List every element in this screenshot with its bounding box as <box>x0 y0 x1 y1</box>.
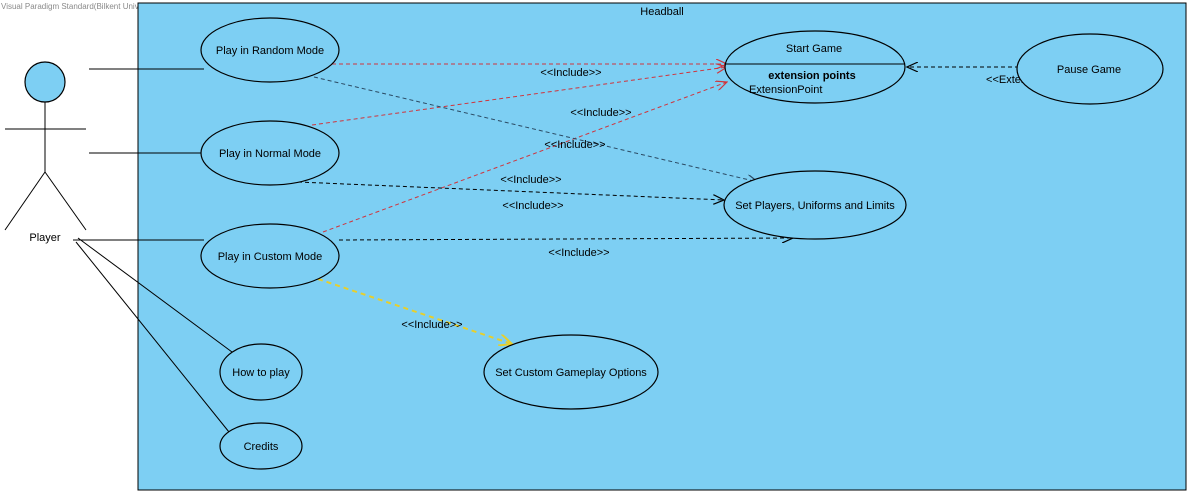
actor-player[interactable] <box>4 61 87 231</box>
use-case-pause-label: Pause Game <box>1057 64 1121 76</box>
label-include-normal-start: <<Include>> <box>570 107 631 119</box>
use-case-credits[interactable]: Credits <box>219 422 303 470</box>
use-case-normal-shape <box>200 120 340 186</box>
use-case-custom-label: Play in Custom Mode <box>218 251 323 263</box>
label-include-normal-set: <<Include>> <box>502 200 563 212</box>
extension-points-header: extension points <box>768 70 855 82</box>
use-case-setplayers-label: Set Players, Uniforms and Limits <box>735 200 895 212</box>
include-custom-start[interactable] <box>322 82 727 233</box>
association-howto <box>77 237 233 353</box>
use-case-customopts-label: Set Custom Gameplay Options <box>495 367 647 379</box>
use-case-custom-shape <box>200 223 340 289</box>
label-include-custom-options: <<Include>> <box>401 319 462 331</box>
use-case-normal-label: Play in Normal Mode <box>219 148 321 160</box>
tool-watermark: Visual Paradigm Standard(Bilkent Univ.) <box>1 2 143 11</box>
use-case-how-to-play[interactable]: How to play <box>219 343 303 401</box>
use-case-custom-options[interactable]: Set Custom Gameplay Options <box>483 334 659 410</box>
use-case-start-shape <box>724 30 906 104</box>
include-random-set[interactable] <box>313 76 758 182</box>
use-case-credits-shape <box>219 422 303 470</box>
include-custom-options[interactable] <box>317 278 512 344</box>
system-name: Headball <box>640 6 683 18</box>
use-case-start-label: Start Game <box>786 43 842 55</box>
use-case-howto-shape <box>219 343 303 401</box>
actor-name: Player <box>29 232 61 244</box>
use-case-pause-game[interactable]: Pause Game <box>1016 33 1164 105</box>
include-custom-set[interactable] <box>338 238 793 240</box>
actor-head <box>24 61 66 103</box>
include-normal-set[interactable] <box>297 181 724 200</box>
label-include-custom-set: <<Include>> <box>548 247 609 259</box>
label-include-custom-start: <<Include>> <box>544 139 605 151</box>
use-case-normal-mode[interactable]: Play in Normal Mode <box>200 120 340 186</box>
use-case-random-shape <box>200 17 340 83</box>
extension-point-item: ExtensionPoint <box>749 84 822 96</box>
actor-right-leg <box>44 171 87 231</box>
label-include-random-set: <<Include>> <box>500 174 561 186</box>
use-case-custom-mode[interactable]: Play in Custom Mode <box>200 223 340 289</box>
use-case-customopts-shape <box>483 334 659 410</box>
use-case-pause-shape <box>1016 33 1164 105</box>
use-case-random-mode[interactable]: Play in Random Mode <box>200 17 340 83</box>
label-include-random-start: <<Include>> <box>540 67 601 79</box>
use-case-howto-label: How to play <box>232 367 290 379</box>
use-case-credits-label: Credits <box>244 441 279 453</box>
actor-left-leg <box>4 171 46 231</box>
use-case-start-game[interactable]: Start Game extension points ExtensionPoi… <box>724 30 906 104</box>
use-case-setplayers-shape <box>723 170 907 240</box>
use-case-random-label: Play in Random Mode <box>216 45 324 57</box>
use-case-set-players[interactable]: Set Players, Uniforms and Limits <box>723 170 907 240</box>
association-credits <box>75 241 230 433</box>
